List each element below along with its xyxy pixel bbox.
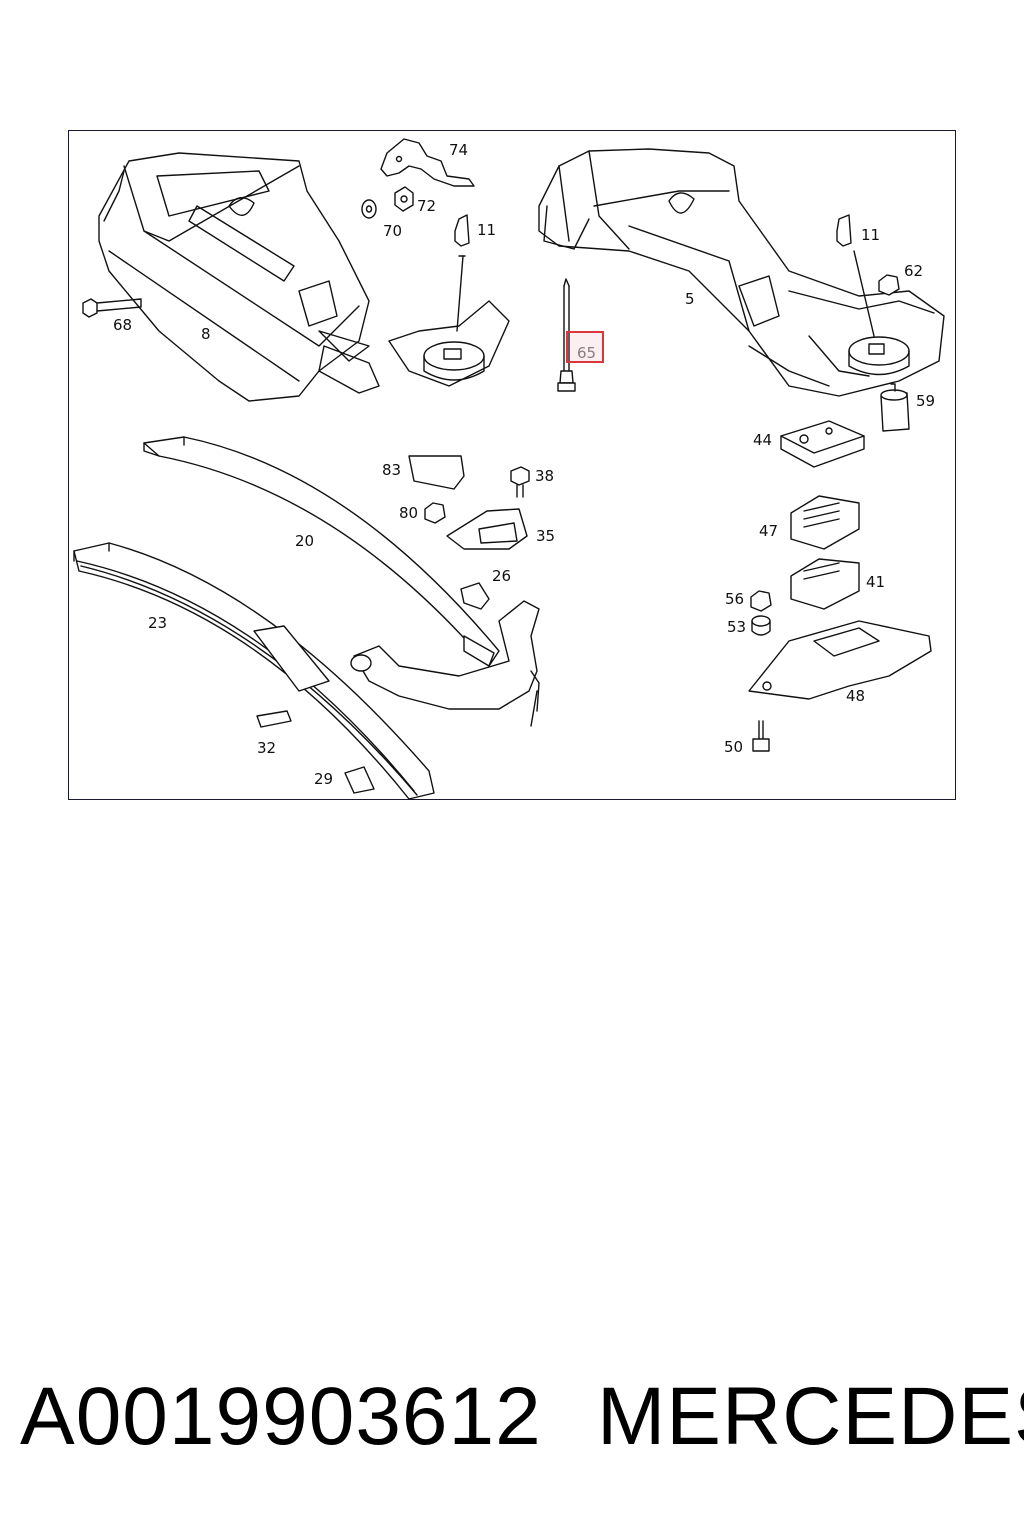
nut-80 (424, 502, 446, 524)
caption-bar: A0019903612 MERCEDES (0, 1370, 1024, 1470)
mount-44 (780, 420, 865, 468)
bracket-11-left (454, 214, 470, 332)
label-56: 56 (725, 590, 745, 608)
label-38: 38 (535, 467, 555, 485)
label-35: 35 (536, 527, 556, 545)
mount-47 (790, 495, 860, 550)
leaf-spring-23 (73, 542, 435, 800)
part-number: A0019903612 (20, 1371, 542, 1462)
parts-diagram: 74 72 70 11 68 8 5 11 62 59 44 83 38 80 … (68, 130, 956, 800)
highlight-part-65[interactable]: 65 (566, 331, 604, 363)
label-8: 8 (201, 325, 211, 343)
plate-35 (446, 508, 528, 550)
label-23: 23 (148, 614, 168, 632)
mount-41 (790, 558, 860, 610)
bracket-11-right (836, 214, 875, 337)
label-83: 83 (382, 461, 402, 479)
label-72: 72 (417, 197, 437, 215)
label-62: 62 (904, 262, 924, 280)
shim-32 (256, 710, 292, 728)
label-68: 68 (113, 316, 133, 334)
leaf-spring-20 (143, 436, 500, 667)
bracket-83 (408, 455, 465, 490)
wedge-29 (344, 766, 375, 794)
label-11-right: 11 (861, 226, 881, 244)
crossmember-right (538, 148, 945, 397)
label-5: 5 (685, 290, 695, 308)
control-arm (350, 600, 540, 727)
label-65: 65 (577, 344, 597, 362)
label-32: 32 (257, 739, 277, 757)
nut-56 (750, 590, 772, 612)
label-44: 44 (753, 431, 773, 449)
label-59: 59 (916, 392, 936, 410)
brand-name: MERCEDES (597, 1371, 1024, 1462)
bolt-50 (752, 720, 770, 752)
bump-stop-26 (460, 582, 490, 610)
label-29: 29 (314, 770, 334, 788)
label-70: 70 (383, 222, 403, 240)
label-53: 53 (727, 618, 747, 636)
nut-62 (878, 274, 900, 296)
label-20: 20 (295, 532, 315, 550)
bolt-68 (82, 298, 142, 318)
crossmember-left (98, 152, 510, 402)
bolt-65[interactable] (557, 278, 576, 392)
nut-72 (394, 186, 414, 212)
bumper-59 (880, 383, 910, 432)
label-47: 47 (759, 522, 779, 540)
bracket-74 (380, 138, 475, 187)
bolt-38 (510, 466, 530, 498)
label-11-left: 11 (477, 221, 497, 239)
label-26: 26 (492, 567, 512, 585)
label-80: 80 (399, 504, 419, 522)
washer-53 (751, 615, 771, 636)
label-50: 50 (724, 738, 744, 756)
label-74: 74 (449, 141, 469, 159)
washer-70 (361, 199, 377, 219)
label-41: 41 (866, 573, 886, 591)
exploded-view-drawing (73, 138, 945, 800)
crossmember-48 (748, 620, 932, 700)
label-48: 48 (846, 687, 866, 705)
